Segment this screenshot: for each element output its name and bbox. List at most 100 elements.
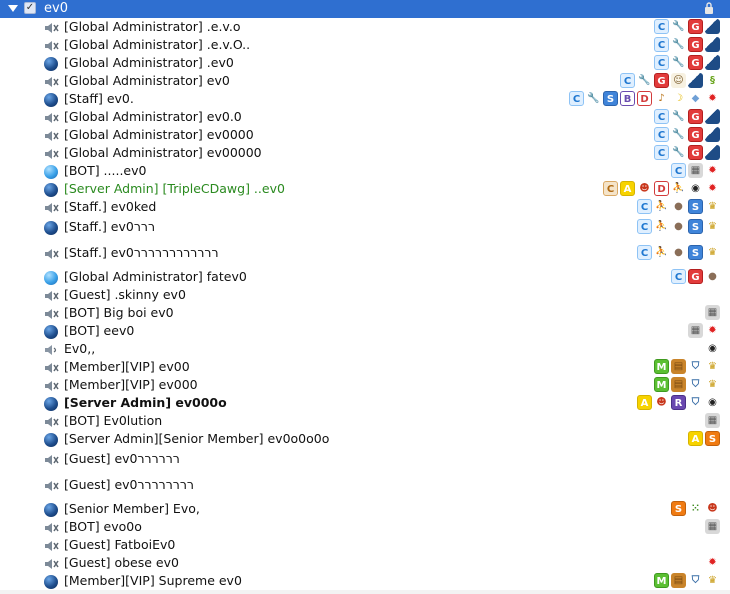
user-badges: M▤⛉♛ — [654, 573, 720, 588]
ball-icon — [44, 397, 58, 411]
status-icon-wrap — [43, 128, 59, 142]
user-row[interactable]: [BOT] evo0o▦ — [0, 518, 720, 536]
user-name: [Staff] ev0. — [64, 91, 134, 106]
user-row[interactable]: [BOT] Ev0lution▦ — [0, 412, 720, 430]
expand-triangle-icon[interactable] — [8, 5, 18, 12]
ball-icon — [44, 575, 58, 589]
mole-icon: ● — [708, 271, 717, 282]
user-name: [BOT] .....ev0 — [64, 163, 147, 178]
chest-icon: ▤ — [671, 359, 686, 374]
trophy-icon: ♛ — [708, 379, 717, 390]
user-badges: C⛹●S♛ — [637, 219, 720, 234]
runner-icon: ⛹ — [655, 247, 668, 258]
user-row[interactable]: [BOT] Big boi ev0▦ — [0, 304, 720, 322]
user-name: [Guest] FatboiEv0 — [64, 537, 176, 552]
status-icon-wrap — [43, 520, 59, 534]
badge-s-icon: S — [603, 91, 618, 106]
runner-icon: ⛹ — [655, 221, 668, 232]
runner-icon: ⛹ — [672, 183, 685, 194]
fire-icon: ✹ — [708, 183, 717, 194]
badge-c-icon: C — [654, 145, 669, 160]
badge-g-icon: G — [688, 19, 703, 34]
user-badges: ▦ — [705, 305, 720, 320]
badge-c-icon: C — [637, 219, 652, 234]
dots-icon: ⁙ — [691, 503, 700, 514]
mic-muted-icon — [45, 291, 59, 301]
ball-icon — [44, 325, 58, 339]
shield-icon: ⛉ — [691, 361, 700, 372]
user-name: [Global Administrator] ev0000 — [64, 127, 254, 142]
chest-icon: ▤ — [671, 573, 686, 588]
channel-checkbox[interactable]: ✓ — [24, 2, 36, 14]
badge-g-icon: G — [688, 145, 703, 160]
badge-c-icon: C — [637, 245, 652, 260]
status-icon-wrap — [43, 574, 59, 589]
map-icon — [705, 37, 720, 52]
user-name: [Global Administrator] ev00000 — [64, 145, 262, 160]
mic-muted-icon — [45, 41, 59, 51]
user-row[interactable]: [Guest] ev0רררררר — [0, 450, 720, 468]
runner-icon: ⛹ — [655, 201, 668, 212]
badge-c-icon: C — [654, 37, 669, 52]
pirate-icon: ☻ — [656, 397, 667, 408]
trophy-icon: ♛ — [708, 247, 717, 258]
user-row[interactable]: [Guest] .skinny ev0 — [0, 286, 720, 304]
user-row[interactable]: [Guest] FatboiEv0 — [0, 536, 720, 554]
status-icon-wrap — [43, 396, 59, 411]
user-row[interactable]: Ev0,,◉ — [0, 340, 720, 358]
status-icon-wrap — [43, 502, 59, 517]
sushi-icon: ◉ — [691, 183, 700, 194]
status-icon-wrap — [43, 414, 59, 428]
trophy-icon: ♛ — [708, 575, 717, 586]
user-row[interactable]: [Guest] obese ev0✹ — [0, 554, 720, 572]
badge-g-icon: G — [688, 109, 703, 124]
badge-a-icon: A — [637, 395, 652, 410]
status-icon-wrap — [43, 20, 59, 34]
user-name: [Server Admin] ev000o — [64, 395, 227, 410]
ball-icon — [44, 221, 58, 235]
user-row[interactable]: [BOT] eev0▦✹ — [0, 322, 720, 340]
channel-title: ev0 — [44, 1, 68, 16]
pirate-icon: ☻ — [707, 503, 718, 514]
user-name: [Senior Member] Evo, — [64, 501, 200, 516]
mic-muted-icon — [45, 455, 59, 465]
channel-header[interactable]: ✓ ev0 — [0, 0, 730, 18]
speaker-muted-icon — [45, 345, 57, 355]
ball-icon — [44, 57, 58, 71]
badge-a-icon: A — [688, 431, 703, 446]
banana-icon: ☽ — [674, 93, 683, 104]
user-badges: ▦ — [705, 413, 720, 428]
user-badges: C🔧G — [654, 109, 720, 124]
user-row[interactable]: [Senior Member] Evo,S⁙☻ — [0, 500, 720, 518]
status-icon-wrap — [43, 110, 59, 124]
lock-icon — [705, 2, 713, 14]
status-icon-wrap — [43, 270, 59, 285]
user-row[interactable]: [Guest] ev0רררררררר — [0, 476, 720, 494]
sushi-icon: ◉ — [708, 397, 717, 408]
wrench-icon: 🔧 — [672, 57, 685, 68]
user-name: [Global Administrator] fatev0 — [64, 269, 247, 284]
ball-light-icon — [44, 165, 58, 179]
user-row[interactable]: [Global Administrator] .e.v.O..C🔧G — [0, 36, 720, 54]
user-badges: ▦✹ — [688, 323, 720, 338]
